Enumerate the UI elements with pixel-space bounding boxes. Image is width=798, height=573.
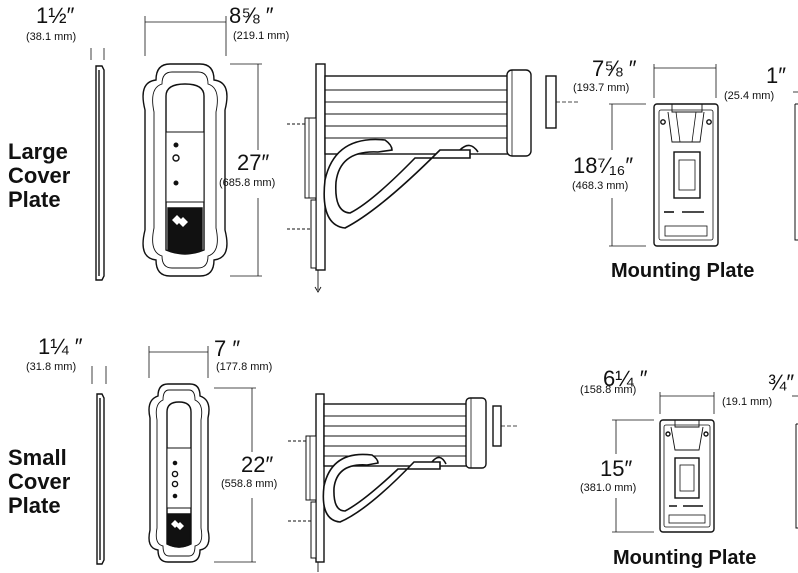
large-mounting-plate-title: Mounting Plate (611, 260, 755, 282)
small-mount-width-dimension: 6¼ ″ (603, 366, 648, 391)
small-label-line-1: Small (8, 445, 67, 470)
large-label-line-1: Large (8, 139, 68, 164)
small-width-dimension: 7 ″ (214, 336, 241, 361)
small-mount-depth-metric: (19.1 mm) (722, 396, 773, 408)
small-mount-depth-dimension: ¾″ (768, 370, 795, 395)
large-bracket-side (287, 63, 578, 293)
large-height-metric: (685.8 mm) (219, 177, 276, 189)
large-side-profile (90, 48, 105, 281)
large-label-line-2: Cover (8, 163, 71, 188)
large-width-dimension: 8⅝ ″ (229, 3, 274, 28)
small-cover-plate-label: Small Cover Plate (8, 446, 70, 518)
large-thickness-metric: (38.1 mm) (26, 31, 77, 43)
small-height-metric: (558.8 mm) (221, 478, 278, 490)
small-thickness-metric: (31.8 mm) (26, 361, 77, 373)
small-thickness-dimension: 1¼ ″ (38, 334, 83, 359)
small-label-line-3: Plate (8, 493, 61, 518)
large-height-dimension: 27″ (237, 150, 270, 175)
small-mounting-plate-title: Mounting Plate (613, 547, 757, 569)
large-mounting-plate (609, 64, 798, 247)
small-height-dimension: 22″ (241, 452, 274, 477)
large-label-line-3: Plate (8, 187, 61, 212)
small-mount-height-metric: (381.0 mm) (580, 482, 637, 494)
small-cover-plate (148, 346, 256, 563)
large-mount-width-metric: (193.7 mm) (573, 82, 630, 94)
large-mount-width-dimension: 7⅝ ″ (592, 56, 637, 81)
small-side-profile (91, 366, 107, 565)
small-width-metric: (177.8 mm) (216, 361, 273, 373)
small-mount-width-metric: (158.8 mm) (580, 384, 637, 396)
small-mounting-plate (612, 392, 798, 533)
large-width-metric: (219.1 mm) (233, 30, 290, 42)
large-thickness-dimension: 1½″ (36, 3, 75, 28)
large-mount-depth-dimension: 1″ (766, 63, 787, 88)
large-cover-plate-label: Large Cover Plate (8, 140, 70, 212)
large-mount-height-metric: (468.3 mm) (572, 180, 629, 192)
small-bracket-side (288, 393, 518, 572)
large-mount-height-dimension: 18⁷⁄₁₆″ (573, 153, 634, 178)
large-mount-depth-metric: (25.4 mm) (724, 90, 775, 102)
small-label-line-2: Cover (8, 469, 71, 494)
large-cover-plate (142, 16, 262, 277)
small-mount-height-dimension: 15″ (600, 456, 633, 481)
